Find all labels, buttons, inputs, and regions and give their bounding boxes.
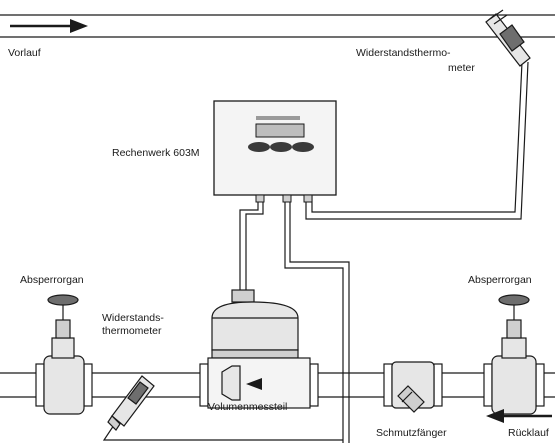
resistance-thermometer-top <box>305 9 531 220</box>
arrow-left-icon <box>486 409 552 423</box>
absperrorgan-right-label: Absperrorgan <box>468 274 532 286</box>
rechenwerk-label: Rechenwerk 603M <box>112 147 200 159</box>
widerstandsthermometer-top-label-line2: meter <box>448 62 475 74</box>
calculator-buttons <box>248 142 314 152</box>
schmutzfaenger-label: Schmutzfänger <box>376 427 447 439</box>
shutoff-valve-left <box>43 294 85 415</box>
volumenmessteil-label: Volumenmessteil <box>208 401 287 413</box>
absperrorgan-left-label: Absperrorgan <box>20 274 84 286</box>
vorlauf-label: Vorlauf <box>8 47 41 59</box>
supply-pipe <box>0 14 555 38</box>
calculator-display <box>255 123 305 138</box>
widerstandsthermometer-bottom-label-line2: thermometer <box>102 325 162 337</box>
widerstandsthermometer-bottom-label-line1: Widerstands- <box>102 312 164 324</box>
shutoff-valve-right <box>491 294 537 415</box>
widerstandsthermometer-top-label-line1: Widerstandsthermo- <box>356 47 451 59</box>
arrow-right-icon <box>10 19 88 33</box>
flow-meter <box>207 289 311 409</box>
resistance-thermometer-bottom <box>107 375 155 431</box>
flow-meter-cable <box>239 202 264 290</box>
pipe-flanges <box>35 363 545 407</box>
calculator-unit <box>213 100 337 203</box>
ruecklauf-label: Rücklauf <box>508 427 549 439</box>
strainer <box>391 361 435 413</box>
